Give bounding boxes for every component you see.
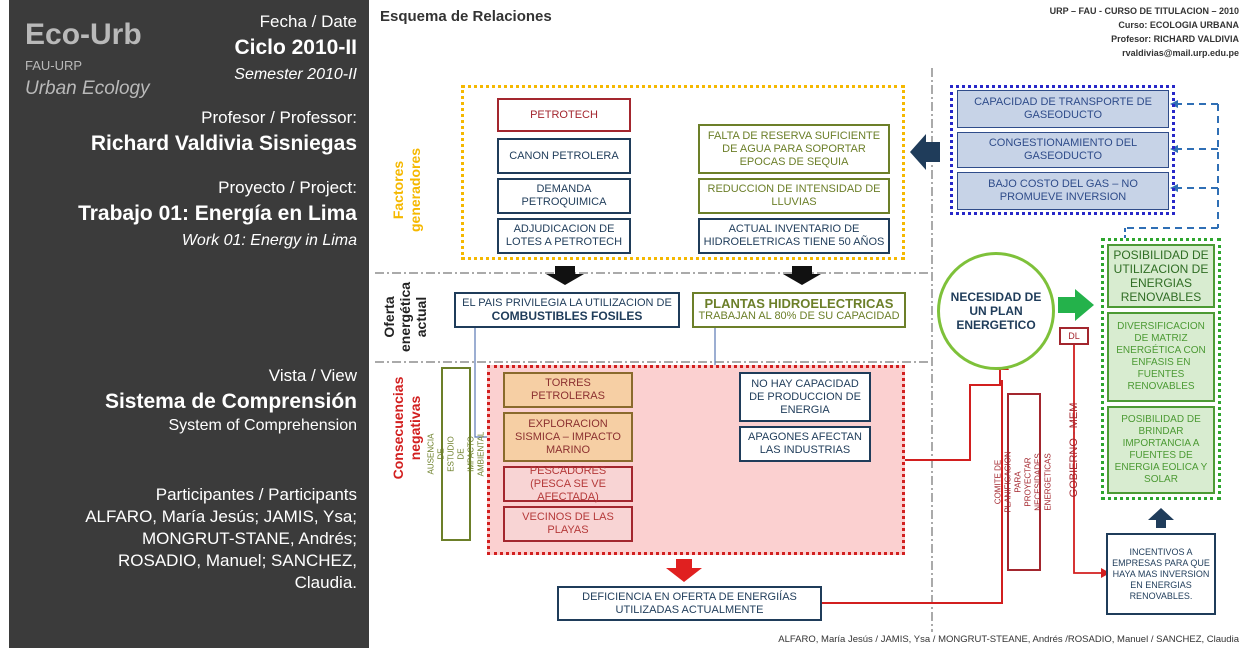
professor-label: Profesor / Professor:: [201, 108, 357, 127]
semester-value: Semester 2010-II: [234, 66, 357, 83]
view-label: Vista / View: [268, 366, 357, 385]
label-gobierno-mem: GOBIERNO - MEM: [1068, 402, 1080, 498]
box-congestionamiento: CONGESTIONAMIENTO DEL GASEODUCTO: [957, 132, 1169, 168]
logo-subtitle: FAU-URP: [25, 58, 83, 73]
project-label: Proyecto / Project:: [218, 178, 357, 197]
box-reduccion-lluvias: REDUCCION DE INTENSIDAD DE LLUVIAS: [698, 178, 890, 214]
gas-group-frame: [950, 85, 1175, 215]
project-title-en: Work 01: Energy in Lima: [181, 232, 357, 249]
box-plantas-hidroelectricas: PLANTAS HIDROELECTRICAS TRABAJAN AL 80% …: [692, 292, 906, 328]
participants-label: Participantes / Participants: [155, 485, 357, 504]
course-info-line: rvaldivias@mail.urp.edu.pe: [1122, 48, 1239, 58]
box-adjudicacion: ADJUDICACION DE LOTES A PETROTECH: [497, 218, 631, 254]
factores-group-frame: [461, 85, 905, 260]
participant-line: Claudia.: [294, 573, 357, 592]
box-posibilidad-renovables: POSIBILIDAD DE UTILIZACION DE ENERGIAS R…: [1107, 244, 1215, 308]
view-title: Sistema de Comprensión: [104, 390, 357, 413]
box-combustibles-fosiles: EL PAIS PRIVILEGIA LA UTILIZACION DE COM…: [454, 292, 680, 328]
box-deficiencia-oferta: DEFICIENCIA EN OFERTA DE ENERGIÍAS UTILI…: [557, 586, 822, 621]
connector: [1073, 345, 1105, 574]
cycle-value: Ciclo 2010-II: [234, 36, 357, 59]
box-incentivos-empresas: INCENTIVOS A EMPRESAS PARA QUE HAYA MAS …: [1106, 533, 1216, 615]
down-arrow: [546, 266, 584, 285]
course-info-line: Curso: ECOLOGIA URBANA: [1118, 20, 1239, 30]
box-dl: DL: [1059, 327, 1089, 345]
renewables-group-frame: [1101, 238, 1221, 500]
professor-name: Richard Valdivia Sisniegas: [90, 132, 357, 155]
left-arrow: [910, 134, 940, 170]
logo-title: Eco-Urb: [25, 18, 142, 51]
participant-line: ROSADIO, Manuel; SANCHEZ,: [117, 551, 357, 570]
box-torres-petroleras: TORRES PETROLERAS: [503, 372, 633, 408]
footer-authors: ALFARO, María Jesús / JAMIS, Ysa / MONGR…: [778, 634, 1239, 645]
box-apagones: APAGONES AFECTAN LAS INDUSTRIAS: [739, 426, 871, 462]
box-exploracion-sismica: EXPLORACION SISMICA – IMPACTO MARINO: [503, 412, 633, 462]
connector: [822, 380, 1003, 604]
project-title: Trabajo 01: Energía en Lima: [78, 202, 357, 225]
up-arrow: [1148, 508, 1174, 528]
box-diversificacion-matriz: DIVERSIFICACION DE MATRIZ ENERGÉTICA CON…: [1107, 312, 1215, 402]
logo-tagline: Urban Ecology: [25, 78, 150, 99]
box-falta-reserva: FALTA DE RESERVA SUFICIENTE DE AGUA PARA…: [698, 124, 890, 174]
course-info-line: Profesor: RICHARD VALDIVIA: [1111, 34, 1239, 44]
diagram-title: Esquema de Relaciones: [380, 8, 552, 25]
project-info-sidebar: Eco-Urb FAU-URP Urban Ecology Fecha / Da…: [9, 0, 369, 648]
box-comite-planificacion: COMITE DE PLANIFICACION PARA PROYECTAR N…: [994, 393, 1053, 571]
participant-line: MONGRUT-STANE, Andrés;: [141, 529, 357, 548]
box-ausencia-estudio: AUSENCIA DE ESTUDIO DE IMPACTO AMBIENTAL: [426, 367, 485, 541]
box-demanda-petroquimica: DEMANDA PETROQUIMICA: [497, 178, 631, 214]
connector: [905, 362, 1001, 461]
circle-necesidad-plan: NECESIDAD DE UN PLAN ENERGETICO: [937, 252, 1055, 370]
relations-diagram: Esquema de Relaciones URP – FAU - CURSO …: [370, 0, 1249, 653]
box-pescadores: PESCADORES (PESCA SE VE AFECTADA): [503, 465, 633, 503]
box-capacidad-gaseoducto: CAPACIDAD DE TRANSPORTE DE GASEODUCTO: [957, 90, 1169, 128]
box-vecinos-playas: VECINOS DE LAS PLAYAS: [503, 506, 633, 542]
right-arrow: [1058, 289, 1094, 321]
view-title-en: System of Comprehension: [168, 417, 357, 434]
course-info-line: URP – FAU - CURSO DE TITULACION – 2010: [1049, 6, 1239, 16]
date-label: Fecha / Date: [259, 12, 357, 31]
participant-line: ALFARO, María Jesús; JAMIS, Ysa;: [85, 507, 357, 526]
down-arrow: [666, 559, 702, 582]
down-arrow: [783, 266, 821, 285]
box-canon-petrolera: CANON PETROLERA: [497, 138, 631, 174]
box-petrotech: PETROTECH: [497, 98, 631, 132]
box-inventario-hidroelectricas: ACTUAL INVENTARIO DE HIDROELETRICAS TIEN…: [698, 218, 890, 254]
box-no-hay-capacidad: NO HAY CAPACIDAD DE PRODUCCION DE ENERGI…: [739, 372, 871, 422]
box-energia-eolica-solar: POSIBILIDAD DE BRINDAR IMPORTANCIA A FUE…: [1107, 406, 1215, 494]
box-bajo-costo-gas: BAJO COSTO DEL GAS – NO PROMUEVE INVERSI…: [957, 172, 1169, 210]
